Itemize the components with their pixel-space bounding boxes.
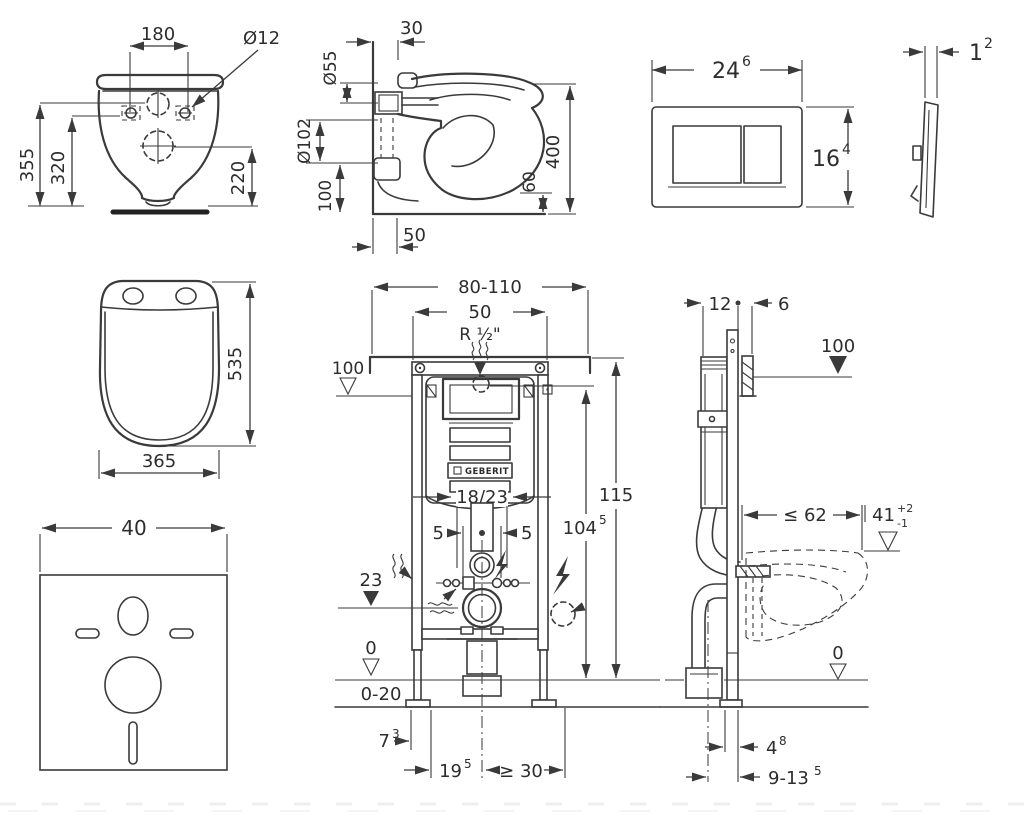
- flow-arrow-left-icon: [392, 553, 413, 580]
- dim-seat-width-label: 365: [142, 451, 176, 472]
- level-floor-side-label: 0: [832, 643, 843, 664]
- dim-width-range-label: 80-110: [458, 277, 522, 298]
- dim-foot-offset-sup: 3: [392, 727, 400, 741]
- dim-plate-width-label: 24: [712, 59, 740, 84]
- dim-plate-width-sup: 6: [742, 54, 751, 70]
- dim-inlet-diameter-label: Ø55: [321, 50, 341, 85]
- dim-plate-height-sup: 4: [842, 142, 851, 158]
- dim-rail-depth-label: 6: [778, 294, 789, 315]
- floor-range-label: 0-20: [361, 684, 402, 705]
- dim-total-height-label: 400: [543, 135, 564, 169]
- dim-height-holes-label: 320: [48, 151, 69, 185]
- dim-cistern-depth-label: 12: [709, 294, 732, 315]
- sound-mat-view: 40: [39, 516, 228, 771]
- dim-depth-max-label: ≤ 62: [783, 505, 827, 526]
- dim-seat-height-sub: -1: [897, 517, 908, 530]
- flush-button-small[interactable]: [743, 125, 782, 184]
- flush-plate-view: 24 6 16 4 1 2: [651, 36, 993, 218]
- dashed-toilet-outline: [745, 549, 869, 642]
- supply-thread-label: R ½": [459, 325, 501, 345]
- dim-foot-offset-label: 7: [379, 731, 390, 752]
- level-supply-label: 100: [332, 359, 364, 379]
- level-outlet-label: 23: [360, 570, 383, 591]
- dim-plate-thickness-label: 1: [969, 41, 983, 66]
- electric-connection-right-icon: [553, 556, 570, 595]
- dim-side-clearance-label: ≥ 30: [499, 761, 543, 782]
- floor-level-marker: [362, 658, 380, 677]
- dim-fixing-depth-label: 50: [403, 225, 426, 246]
- flush-button-large[interactable]: [672, 125, 742, 184]
- level-floor-label: 0: [365, 638, 376, 659]
- level-marker-filled: [363, 591, 379, 606]
- dim-offset-left-label: 5: [433, 523, 444, 544]
- dim-front-offset-label: 4: [766, 738, 777, 759]
- dim-front-offset-sup: 8: [779, 734, 787, 748]
- dim-drain-offset-sup: 5: [814, 764, 822, 778]
- brand-label: GEBERIT: [465, 467, 509, 477]
- dim-outlet-diameter-label: Ø102: [295, 118, 315, 164]
- dim-plate-thickness-sup: 2: [984, 36, 993, 52]
- level-marker-open: [339, 377, 357, 396]
- floor-level-marker-side: [829, 663, 847, 681]
- level-marker-filled-side: [829, 356, 847, 374]
- toilet-side-view: 30 Ø55 Ø102 100 400 60 50: [295, 18, 576, 254]
- dim-seat-height-sup: +2: [897, 502, 913, 515]
- scan-artifacts: [0, 802, 1024, 812]
- level-supply-side-label: 100: [821, 336, 855, 357]
- dim-height-outlet-label: 220: [228, 161, 249, 195]
- dim-rail-width-label: 50: [469, 302, 492, 323]
- frame-side-view: 12 6 100 ≤ 62 41 +2 -1 0 4 8: [659, 294, 913, 789]
- seat-top-view: 535 365: [98, 279, 256, 479]
- dim-height-total-label: 355: [17, 148, 38, 182]
- water-supply-icon: [471, 339, 490, 393]
- dim-outlet-offset-label: 19: [439, 761, 462, 782]
- dim-seat-depth-label: 535: [225, 347, 246, 381]
- flow-arrow-inner-icon: [427, 588, 457, 614]
- dim-mat-width-label: 40: [121, 516, 146, 540]
- dim-hole-diameter-label: Ø12: [243, 28, 280, 49]
- toilet-front-view: 180 Ø12 355 320 220: [17, 24, 280, 215]
- seat-level-marker: [878, 531, 898, 552]
- dim-drain-offset-label: 9-13: [768, 768, 809, 789]
- dim-height-top-sup: 5: [599, 513, 607, 527]
- dim-bottom-clearance-label: 60: [520, 171, 540, 193]
- dim-wall-offset-label: 30: [400, 18, 423, 39]
- frame-front-view: GEBERIT 80-110 50 R ½" 100 18/23 5: [332, 277, 661, 782]
- dim-flush-pipe-label: 18/23: [456, 487, 508, 508]
- dim-height-label: 115: [599, 485, 633, 506]
- dim-seat-height-label: 41: [872, 505, 895, 526]
- dim-offset-right-label: 5: [521, 523, 532, 544]
- dim-height-top-label: 104: [563, 518, 597, 539]
- dim-plate-height-label: 16: [812, 147, 840, 172]
- dim-hole-spacing-label: 180: [141, 24, 175, 45]
- dim-outlet-offset-sup: 5: [464, 757, 472, 771]
- electric-connection-icon: [494, 550, 508, 580]
- flush-plate-profile: [919, 101, 939, 218]
- dim-outlet-height-label: 100: [316, 180, 336, 212]
